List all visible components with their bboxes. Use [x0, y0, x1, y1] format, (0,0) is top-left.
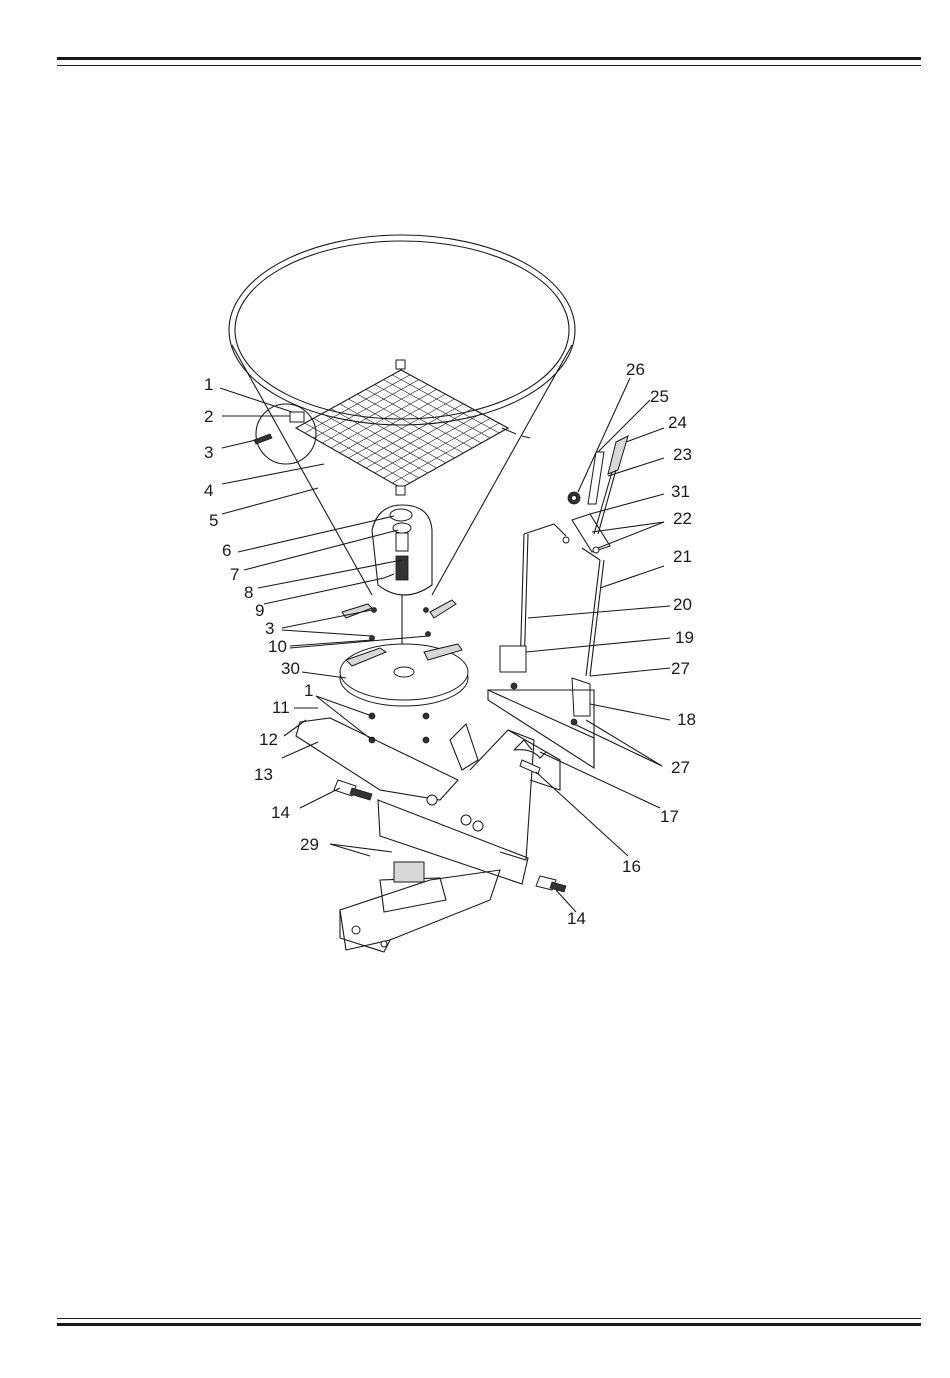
frame	[296, 718, 560, 952]
shutter-spring	[514, 750, 546, 758]
callout-27-bottom: 27	[671, 758, 690, 777]
callout-9: 9	[255, 601, 264, 620]
callout-5: 5	[209, 511, 218, 530]
callout-27-top: 27	[671, 659, 690, 678]
callout-23: 23	[673, 445, 692, 464]
grid-line	[314, 418, 419, 478]
callout-1-top: 1	[204, 375, 213, 394]
callout-14-right: 14	[567, 909, 586, 928]
callout-19: 19	[675, 628, 694, 647]
callout-24: 24	[668, 413, 687, 432]
callout-1-mid: 1	[304, 681, 313, 700]
grid-screen	[296, 360, 530, 495]
callout-2: 2	[204, 407, 213, 426]
spinner-disc	[340, 600, 468, 743]
callout-3-mid: 3	[265, 619, 274, 638]
callout-21: 21	[673, 547, 692, 566]
callout-10: 10	[268, 637, 287, 656]
callout-31: 31	[671, 482, 690, 501]
pivot-bolt	[520, 760, 540, 774]
callout-4: 4	[204, 481, 213, 500]
callout-17: 17	[660, 807, 679, 826]
callout-29: 29	[300, 835, 319, 854]
callout-26: 26	[626, 360, 645, 379]
linkage-rods	[500, 524, 604, 725]
callout-18: 18	[677, 710, 696, 729]
callout-8: 8	[244, 583, 253, 602]
callout-22: 22	[673, 509, 692, 528]
callout-25: 25	[650, 387, 669, 406]
callout-20: 20	[673, 595, 692, 614]
callout-6: 6	[222, 541, 231, 560]
callout-3-top: 3	[204, 443, 213, 462]
hitch-pins	[334, 780, 566, 892]
callout-14-left: 14	[271, 803, 290, 822]
callout-12: 12	[259, 730, 278, 749]
callout-30: 30	[281, 659, 300, 678]
callout-13: 13	[254, 765, 273, 784]
callout-11: 11	[272, 698, 290, 717]
callout-16: 16	[622, 857, 641, 876]
grid-line	[305, 423, 410, 483]
callout-7: 7	[230, 565, 239, 584]
